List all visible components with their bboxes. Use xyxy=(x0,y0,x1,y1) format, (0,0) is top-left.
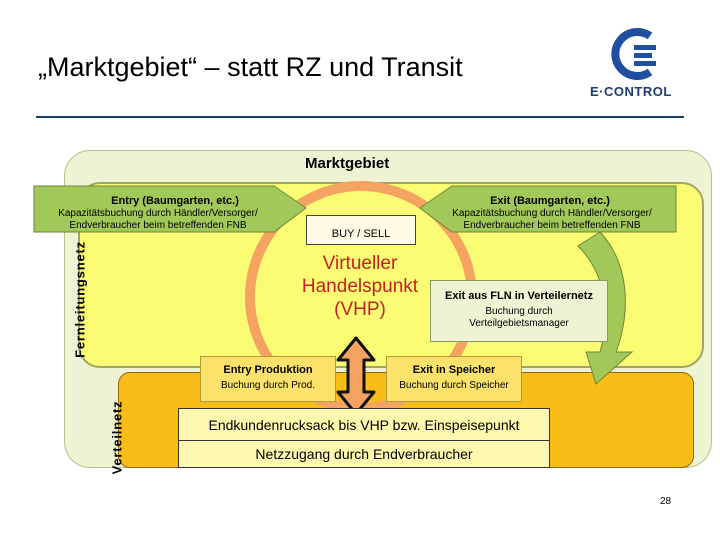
entry-subtitle-line-2: Endverbraucher beim betreffenden FNB xyxy=(69,220,247,231)
exit-arrow-shape xyxy=(419,185,677,233)
exit-subtitle-line-2: Endverbraucher beim betreffenden FNB xyxy=(463,220,641,231)
vhp-line-2: Handelspunkt xyxy=(301,276,419,297)
e-control-logo-icon xyxy=(611,28,656,80)
entry-arrow-shape xyxy=(33,185,307,233)
exit-subtitle-line-1: Kapazitätsbuchung durch Händler/Versorge… xyxy=(452,208,652,219)
slide-title: „Marktgebiet“ – statt RZ und Transit xyxy=(38,52,463,82)
vhp-line-1: Virtueller xyxy=(322,253,398,274)
market-area-label: Marktgebiet xyxy=(305,155,390,172)
end-customer-backpack-box: Endkundenrucksack bis VHP bzw. Einspeise… xyxy=(178,408,550,442)
entry-production-box xyxy=(200,356,336,402)
exit-storage-title: Exit in Speicher xyxy=(412,364,496,376)
entry-subtitle-line-1: Kapazitätsbuchung durch Händler/Versorge… xyxy=(58,208,258,219)
double-arrow-icon xyxy=(336,336,376,416)
page-number: 28 xyxy=(660,496,672,507)
exit-storage-subtitle: Buchung durch Speicher xyxy=(399,380,509,391)
exit-fln-subtitle-line-1: Buchung durch xyxy=(485,306,553,317)
logo-wordmark: E·CONTROL xyxy=(590,84,672,99)
exit-fln-subtitle: Buchung durch Verteilgebietsmanager xyxy=(430,306,608,330)
buy-sell-box: BUY / SELL xyxy=(306,215,416,245)
network-access-box: Netzzugang durch Endverbraucher xyxy=(178,440,550,468)
exit-fln-title: Exit aus FLN in Verteilernetz xyxy=(445,290,593,302)
exit-storage-box xyxy=(386,356,522,402)
exit-subtitle: Kapazitätsbuchung durch Händler/Versorge… xyxy=(420,208,684,232)
entry-production-subtitle: Buchung durch Prod. xyxy=(221,380,315,391)
entry-subtitle: Kapazitätsbuchung durch Händler/Versorge… xyxy=(28,208,288,232)
entry-title: Entry (Baumgarten, etc.) xyxy=(111,195,239,207)
exit-fln-arrow-shape xyxy=(577,231,634,385)
exit-fln-subtitle-line-2: Verteilgebietsmanager xyxy=(469,318,569,329)
title-divider xyxy=(36,116,684,118)
exit-title: Exit (Baumgarten, etc.) xyxy=(490,195,610,207)
vhp-line-3: (VHP) xyxy=(334,299,386,320)
exit-fln-box xyxy=(430,280,608,342)
entry-production-title: Entry Produktion xyxy=(223,364,313,376)
vhp-label: Virtueller Handelspunkt (VHP) xyxy=(282,252,438,321)
